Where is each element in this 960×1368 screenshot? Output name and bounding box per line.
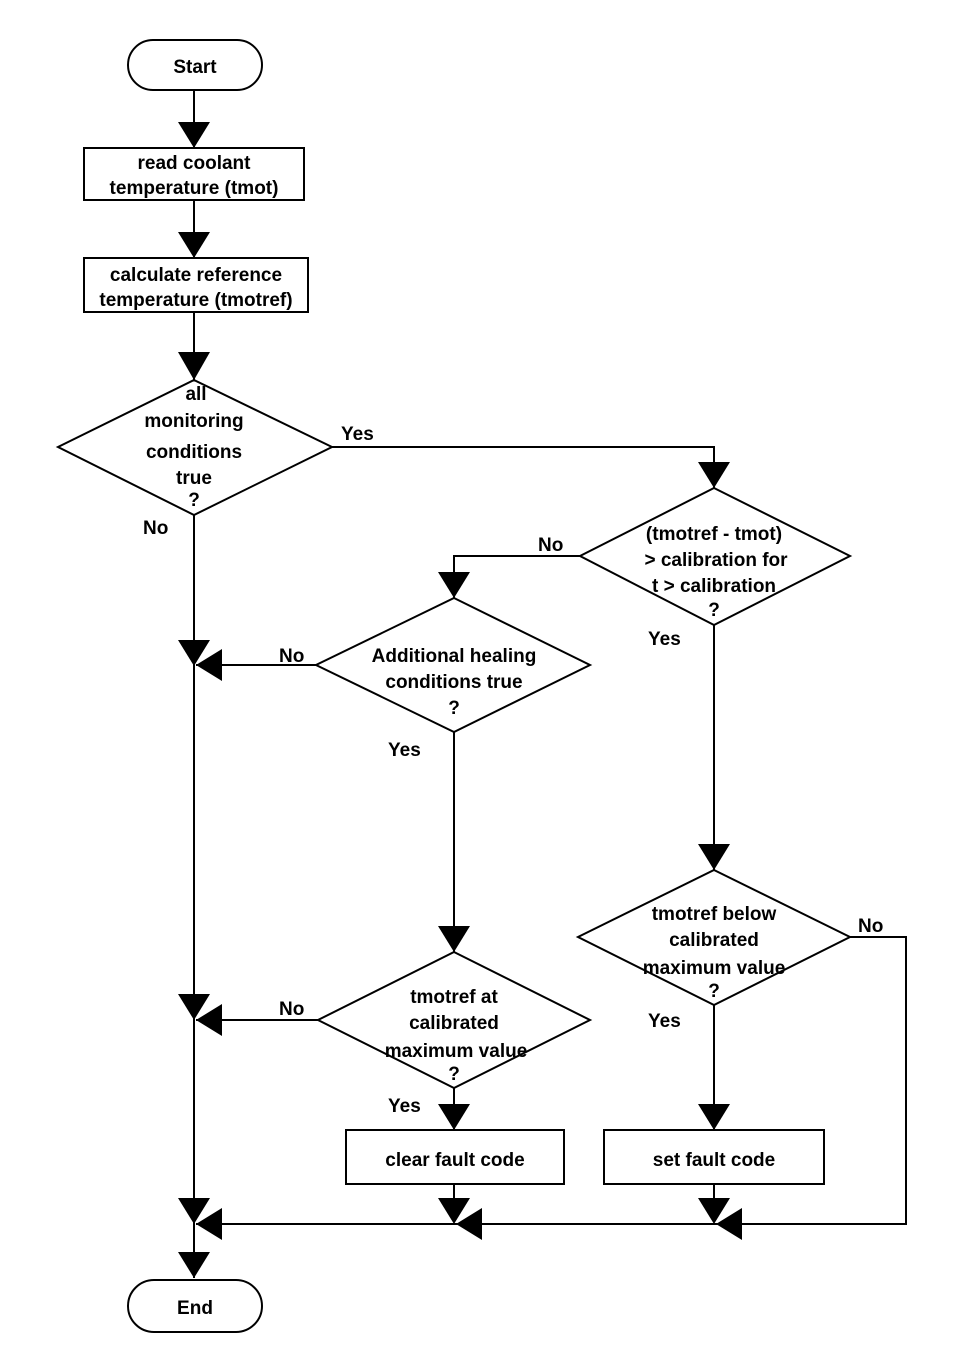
diff-check-decision: (tmotref - tmot) > calibration for t > c… xyxy=(577,486,853,627)
monitoring-line-5: ? xyxy=(188,490,200,511)
arrowhead-down xyxy=(178,352,210,380)
at-max-yes-label: Yes xyxy=(388,1096,421,1117)
set-fault-label: set fault code xyxy=(653,1150,775,1171)
clear-fault-box xyxy=(345,1129,565,1185)
read-coolant-box xyxy=(83,147,305,201)
below-max-line-4: ? xyxy=(708,981,720,1002)
arrowhead-down xyxy=(178,122,210,148)
below-max-line-2: calibrated xyxy=(669,930,759,951)
end-label: End xyxy=(177,1298,213,1319)
monitoring-line-2: monitoring xyxy=(144,411,243,432)
below-max-line-1: tmotref below xyxy=(652,904,777,925)
diff-check-diamond xyxy=(577,486,853,627)
below-max-line-3: maximum value xyxy=(643,958,786,979)
arrowhead-down xyxy=(178,640,210,666)
edge-labels: Yes No No Yes No Yes No Yes No Yes xyxy=(143,424,883,1117)
at-max-no-label: No xyxy=(279,999,304,1020)
start-node: Start xyxy=(127,39,263,91)
end-terminal-shape xyxy=(127,1279,263,1333)
calc-reference-box xyxy=(83,257,309,313)
calc-reference-line-2: temperature (tmotref) xyxy=(99,290,292,311)
arrowhead-down xyxy=(178,994,210,1020)
monitoring-line-4: true xyxy=(176,468,212,489)
arrowhead-down xyxy=(438,1198,470,1224)
below-max-no-label: No xyxy=(858,916,883,937)
below-max-diamond xyxy=(575,868,853,1007)
arrowhead-left xyxy=(196,649,222,681)
healing-yes-label: Yes xyxy=(388,740,421,761)
at-max-decision: tmotref at calibrated maximum value ? xyxy=(315,950,593,1090)
diff-yes-label: Yes xyxy=(648,629,681,650)
arrowhead-down xyxy=(178,1198,210,1224)
diff-check-line-4: ? xyxy=(708,600,720,621)
arrowhead-down xyxy=(438,572,470,598)
arrowhead-left xyxy=(196,1004,222,1036)
read-coolant-line-1: read coolant xyxy=(138,153,252,174)
diff-check-line-2: > calibration for xyxy=(644,550,788,571)
arrowhead-left xyxy=(456,1208,482,1240)
edge-monitoring-yes xyxy=(332,446,715,488)
arrowhead-down xyxy=(438,926,470,952)
monitoring-no-label: No xyxy=(143,518,168,539)
monitoring-line-3: conditions xyxy=(146,442,242,463)
arrowhead-down xyxy=(178,232,210,258)
below-max-yes-label: Yes xyxy=(648,1011,681,1032)
at-max-line-4: ? xyxy=(448,1064,460,1085)
healing-no-label: No xyxy=(279,646,304,667)
end-node: End xyxy=(127,1279,263,1333)
read-coolant-line-2: temperature (tmot) xyxy=(110,178,279,199)
below-max-decision: tmotref below calibrated maximum value ? xyxy=(575,868,853,1007)
diff-no-label: No xyxy=(538,535,563,556)
arrowhead-down xyxy=(438,1104,470,1130)
monitoring-line-1: all xyxy=(185,384,206,405)
arrowhead-down xyxy=(698,462,730,488)
healing-decision: Additional healing conditions true ? xyxy=(313,596,593,734)
at-max-line-2: calibrated xyxy=(409,1013,499,1034)
healing-line-2: conditions true xyxy=(385,672,522,693)
monitoring-decision: all monitoring conditions true ? xyxy=(55,378,335,517)
at-max-diamond xyxy=(315,950,593,1090)
arrowhead-down xyxy=(698,1104,730,1130)
edge-diff-no xyxy=(453,555,580,598)
set-fault-node: set fault code xyxy=(603,1129,825,1185)
monitoring-yes-label: Yes xyxy=(341,424,374,445)
diff-check-line-3: t > calibration xyxy=(652,576,776,597)
clear-fault-label: clear fault code xyxy=(385,1150,524,1171)
start-label: Start xyxy=(173,57,217,78)
arrowhead-down xyxy=(698,1198,730,1224)
monitoring-diamond xyxy=(55,378,335,517)
arrowhead-left xyxy=(716,1208,742,1240)
calc-reference-node: calculate reference temperature (tmotref… xyxy=(83,257,309,313)
healing-diamond xyxy=(313,596,593,734)
arrowheads xyxy=(178,122,742,1278)
healing-line-1: Additional healing xyxy=(372,646,537,667)
clear-fault-node: clear fault code xyxy=(345,1129,565,1185)
diff-check-line-1: (tmotref - tmot) xyxy=(646,524,782,545)
arrowhead-left xyxy=(196,1208,222,1240)
arrowhead-down xyxy=(698,844,730,870)
arrowhead-down xyxy=(178,1252,210,1278)
healing-line-3: ? xyxy=(448,698,460,719)
calc-reference-line-1: calculate reference xyxy=(110,265,282,286)
edge-belowmax-no xyxy=(716,936,907,1225)
set-fault-box xyxy=(603,1129,825,1185)
read-coolant-node: read coolant temperature (tmot) xyxy=(83,147,305,201)
at-max-line-3: maximum value xyxy=(385,1041,528,1062)
at-max-line-1: tmotref at xyxy=(410,987,498,1008)
start-terminal-shape xyxy=(127,39,263,91)
